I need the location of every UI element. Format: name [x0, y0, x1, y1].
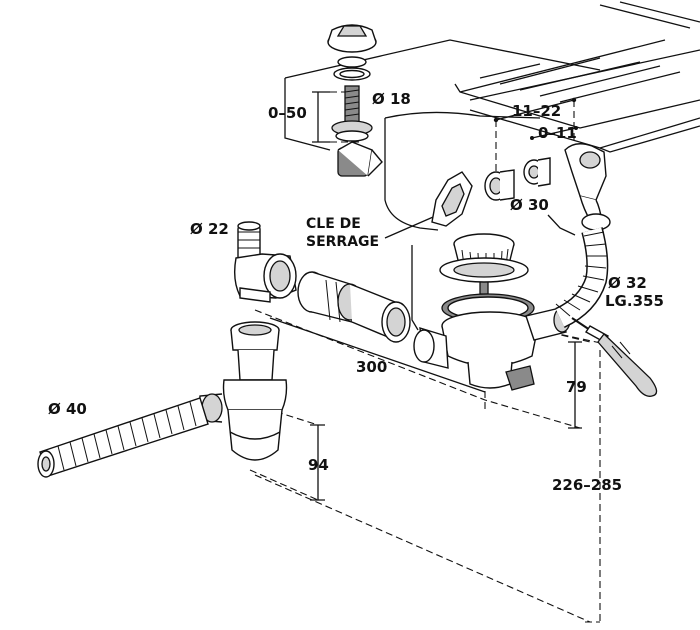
range-0-50-label: 0–50 [268, 104, 307, 122]
dim-300-label: 300 [356, 358, 387, 376]
screwdriver [571, 317, 658, 397]
corrugated-hose [37, 397, 209, 478]
dia-40-label: Ø 40 [48, 400, 87, 418]
bottle-trap [197, 321, 288, 461]
elbow-with-spout [233, 221, 297, 303]
dim-79-label: 79 [566, 378, 587, 396]
key-wrench [431, 171, 473, 227]
strainer-and-drain-body [439, 233, 571, 391]
labels: Ø 40 Ø 22 Ø 18 Ø 30 Ø 32 LG.355 0–50 11–… [48, 90, 664, 494]
length-355-label: LG.355 [605, 292, 664, 310]
range-226-285-label: 226–285 [552, 476, 622, 494]
dia-32-label: Ø 32 [608, 274, 647, 292]
dia-30-label: Ø 30 [510, 196, 549, 214]
horizontal-pipe [297, 271, 449, 369]
dim-94-label: 94 [308, 456, 329, 474]
overflow-hose [555, 195, 611, 328]
key-label-line2: SERRAGE [306, 234, 379, 250]
dia-18-label: Ø 18 [372, 90, 411, 108]
range-0-11-label: 0–11 [538, 124, 577, 142]
key-label-line1: CLE DE [306, 216, 361, 232]
range-11-22-label: 11–22 [512, 102, 561, 120]
dia-22-label: Ø 22 [190, 220, 229, 238]
overflow-knob-assembly [327, 24, 383, 177]
overflow-connector-parts [484, 143, 607, 201]
dimension-lines [249, 91, 611, 623]
